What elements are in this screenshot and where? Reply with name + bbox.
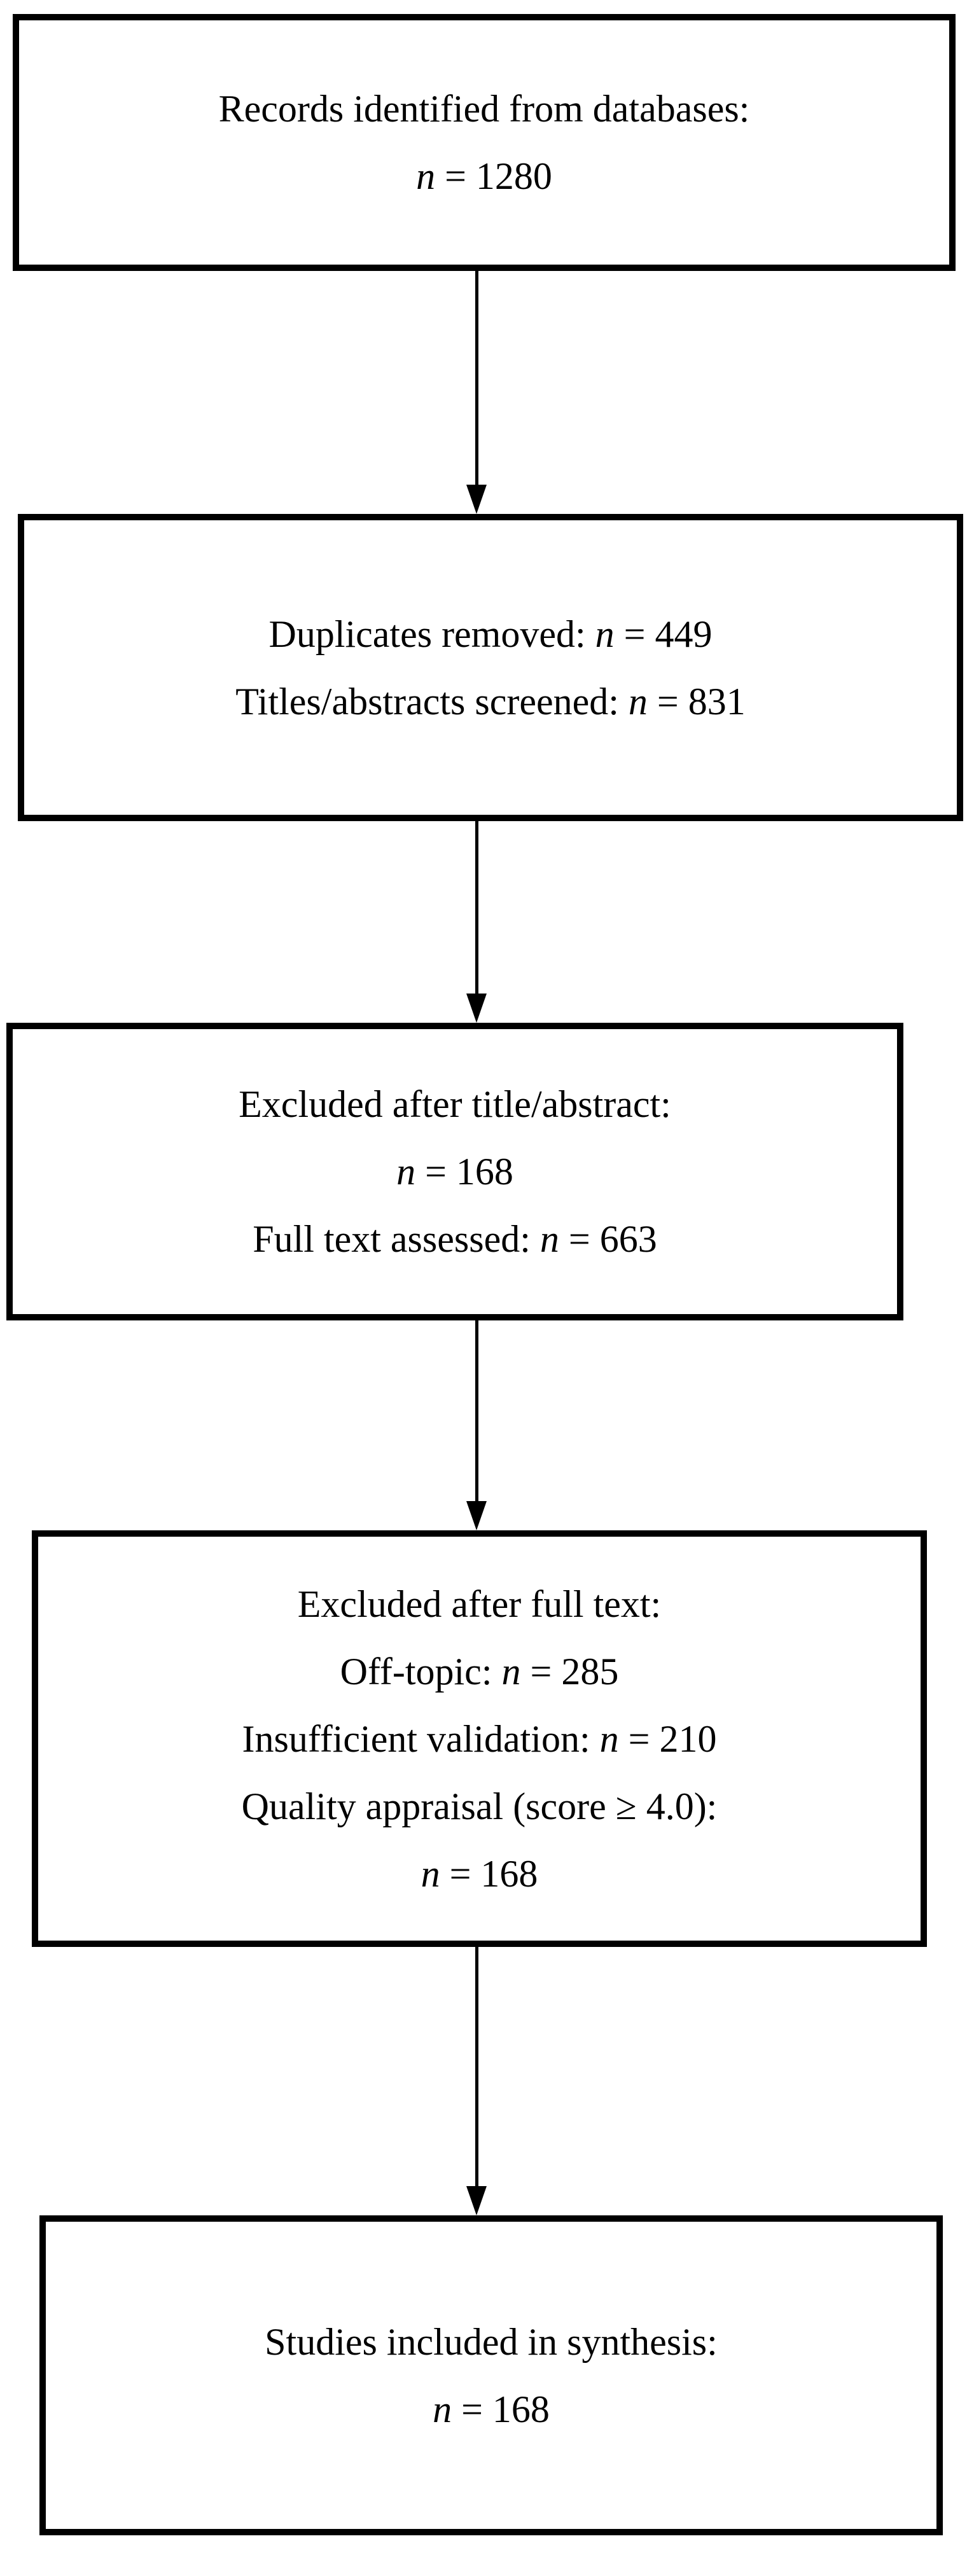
duplicates-removed-label: Duplicates removed: <box>268 613 595 655</box>
full-text-assessed-label: Full text assessed: <box>253 1218 540 1260</box>
full-text-assessed-line: Full text assessed: n = 663 <box>13 1220 897 1258</box>
node-excluded-title-abstract: Excluded after title/abstract: n = 168 F… <box>6 1023 903 1320</box>
arrow-head-down-icon <box>466 2186 487 2215</box>
full-text-assessed-value: 663 <box>599 1218 657 1260</box>
titles-abstracts-screened-label: Titles/abstracts screened: <box>235 680 629 723</box>
arrow-head-down-icon <box>466 485 487 514</box>
node-excluded-title-abstract-content: Excluded after title/abstract: n = 168 F… <box>13 1085 897 1258</box>
arrow-shaft <box>475 271 478 485</box>
n-symbol: n <box>599 1717 619 1760</box>
equals-operator: = <box>559 1218 600 1260</box>
records-identified-value: 1280 <box>475 155 552 197</box>
node-records-identified-content: Records identified from databases: n = 1… <box>19 90 949 195</box>
equals-operator: = <box>435 155 476 197</box>
titles-abstracts-screened-value: 831 <box>688 680 746 723</box>
arrow-excluded-title-abstract-to-excluded-full-text <box>466 1320 487 1530</box>
n-symbol: n <box>501 1650 521 1693</box>
quality-appraisal-value: 168 <box>480 1852 538 1895</box>
arrow-excluded-full-text-to-studies-included <box>466 1947 487 2215</box>
n-symbol: n <box>628 680 648 723</box>
arrow-screening-to-excluded-title-abstract <box>466 821 487 1023</box>
equals-operator: = <box>452 2388 492 2430</box>
node-records-identified: Records identified from databases: n = 1… <box>13 14 956 271</box>
equals-operator: = <box>520 1650 562 1693</box>
node-studies-included: Studies included in synthesis: n = 168 <box>39 2215 943 2535</box>
arrow-shaft <box>475 1947 478 2186</box>
n-symbol: n <box>433 2388 452 2430</box>
off-topic-label: Off-topic: <box>340 1650 502 1693</box>
n-symbol: n <box>421 1852 440 1895</box>
duplicates-removed-value: 449 <box>655 613 713 655</box>
excluded-full-text-label: Excluded after full text: <box>297 1582 662 1625</box>
duplicates-removed-line: Duplicates removed: n = 449 <box>24 615 957 653</box>
insufficient-validation-value: 210 <box>659 1717 717 1760</box>
equals-operator: = <box>415 1151 456 1193</box>
quality-appraisal-label: Quality appraisal (score ≥ 4.0): <box>241 1785 718 1827</box>
equals-operator: = <box>647 680 688 723</box>
arrow-head-down-icon <box>466 1501 487 1530</box>
arrow-head-down-icon <box>466 994 487 1023</box>
studies-included-label: Studies included in synthesis: <box>265 2320 718 2363</box>
n-symbol: n <box>396 1151 416 1193</box>
excluded-title-abstract-value: 168 <box>456 1151 513 1193</box>
arrow-shaft <box>475 821 478 994</box>
studies-included-value: 168 <box>492 2388 550 2430</box>
node-screening: Duplicates removed: n = 449 Titles/abstr… <box>18 514 963 821</box>
records-identified-count: n = 1280 <box>19 157 949 195</box>
node-excluded-full-text: Excluded after full text: Off-topic: n =… <box>32 1530 927 1947</box>
equals-operator: = <box>618 1717 660 1760</box>
excluded-title-abstract-label: Excluded after title/abstract: <box>239 1083 671 1125</box>
insufficient-validation-label: Insufficient validation: <box>242 1717 600 1760</box>
studies-included-count: n = 168 <box>46 2390 936 2428</box>
arrow-records-to-screening <box>466 271 487 514</box>
equals-operator: = <box>440 1852 481 1895</box>
quality-appraisal-count: n = 168 <box>38 1855 921 1893</box>
titles-abstracts-screened-line: Titles/abstracts screened: n = 831 <box>24 682 957 721</box>
insufficient-validation-line: Insufficient validation: n = 210 <box>38 1720 921 1758</box>
records-identified-label: Records identified from databases: <box>218 88 750 130</box>
node-excluded-full-text-content: Excluded after full text: Off-topic: n =… <box>38 1585 921 1893</box>
arrow-shaft <box>475 1320 478 1501</box>
node-screening-content: Duplicates removed: n = 449 Titles/abstr… <box>24 615 957 721</box>
off-topic-value: 285 <box>561 1650 619 1693</box>
node-studies-included-content: Studies included in synthesis: n = 168 <box>46 2323 936 2428</box>
excluded-title-abstract-count: n = 168 <box>13 1153 897 1191</box>
n-symbol: n <box>539 1218 559 1260</box>
n-symbol: n <box>416 155 436 197</box>
equals-operator: = <box>614 613 655 655</box>
n-symbol: n <box>595 613 615 655</box>
off-topic-line: Off-topic: n = 285 <box>38 1652 921 1691</box>
